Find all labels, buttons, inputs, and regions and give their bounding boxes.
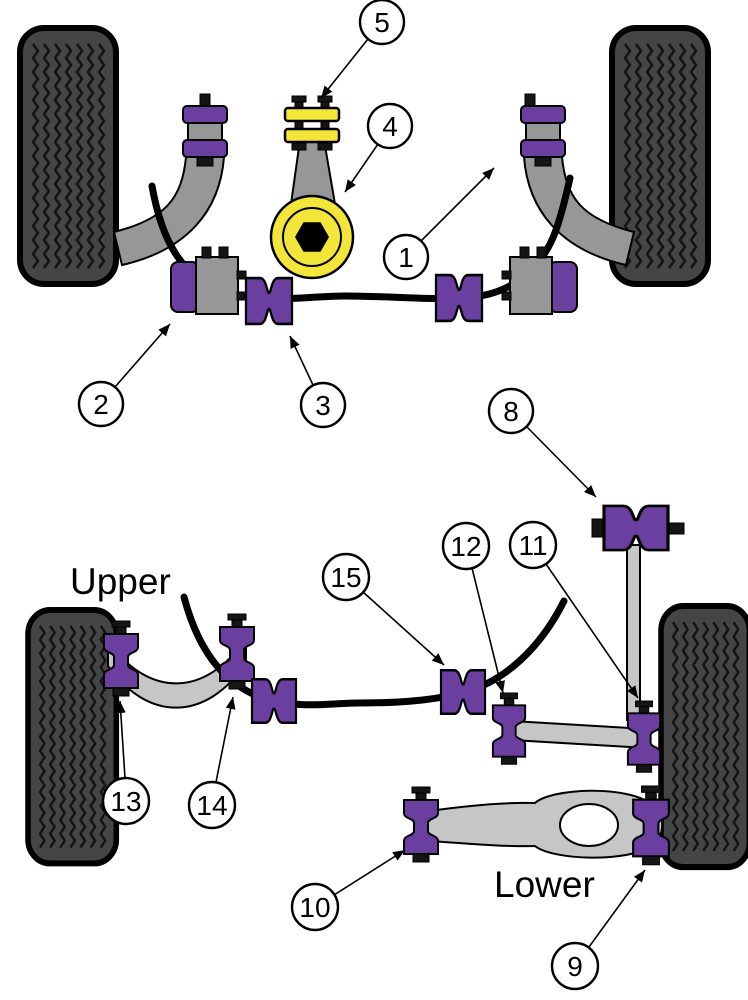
callout-2-number: 2 [93,389,109,420]
rear-left-tire [28,610,116,863]
callout-12-arrow [471,567,505,694]
callout-4-arrow [344,143,379,193]
callout-13-arrow [115,700,126,779]
callout-5: 5 [358,0,406,46]
front-left-control-arm [112,156,226,267]
callout-9-number: 9 [567,951,583,982]
callout-8-number: 8 [503,396,519,427]
rear-arb-bush-left [250,677,298,725]
callout-5-arrow [320,38,369,99]
front-right-control-arm [522,156,636,267]
callout-11-number: 11 [518,530,547,561]
callout-arrows [114,38,646,948]
callout-13-number: 13 [110,786,141,817]
callout-2-arrow [114,323,171,388]
upper-label: Upper [70,561,171,602]
rear-lower-arm [414,789,664,859]
callout-14-number: 14 [196,790,227,821]
callout-15-arrow [362,591,445,666]
rear-vertical-link [626,544,641,721]
callout-3: 3 [299,381,347,429]
callout-9-arrow [588,869,646,948]
callouts: 5 4 1 2 3 8 12 11 [77,0,600,991]
callout-14: 14 [187,780,237,830]
callout-13: 13 [101,776,151,826]
callout-11: 11 [508,520,558,570]
front-arb-bush-right [434,273,484,323]
callout-8-arrow [526,426,597,498]
callout-4-number: 4 [382,111,398,142]
callout-12-number: 12 [450,531,481,562]
engine-mount-hex-nut [295,222,329,252]
rear-track-rod [511,719,647,750]
front-right-upper-bush-bracket [520,93,566,167]
front-suspension [112,93,636,326]
callout-15-number: 15 [330,562,361,593]
rear-link-upper-bush [591,504,685,552]
engine-mount [269,95,355,280]
rear-suspension [103,504,685,866]
rear-upper-arm-outer-bush [219,613,255,690]
callout-10: 10 [290,882,340,932]
rear-arb-bush-right [439,668,487,716]
front-arb-bush-left [244,276,294,326]
callout-3-number: 3 [315,390,331,421]
front-left-upper-bush-bracket [182,93,228,167]
callout-10-number: 10 [299,892,330,923]
callout-4: 4 [366,102,414,150]
callout-2: 2 [77,380,125,428]
callout-14-arrow [215,696,236,783]
callout-3-arrow [289,335,314,386]
lower-label: Lower [494,864,595,905]
callout-12: 12 [441,521,491,571]
rear-right-tire [661,606,748,867]
front-left-tire [20,28,116,284]
callout-15: 15 [321,552,371,602]
engine-mount-bracket-bottom [283,127,341,144]
callout-8: 8 [487,387,535,435]
callout-1: 1 [382,233,430,281]
callout-11-arrow [545,563,639,699]
rear-lower-arm-hole [559,803,619,847]
engine-mount-bracket-top [283,106,341,123]
front-left-lower-arm-bush [170,246,247,315]
callout-1-arrow [420,167,495,242]
callout-1-number: 1 [398,242,414,273]
callout-10-arrow [333,849,406,896]
front-right-lower-arm-bush [501,246,578,315]
callout-9: 9 [550,941,600,991]
callout-5-number: 5 [374,7,390,38]
